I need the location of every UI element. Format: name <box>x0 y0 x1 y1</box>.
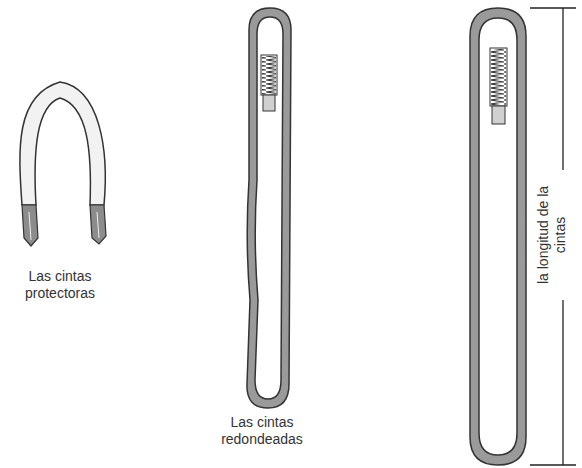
dimension-line <box>530 8 576 465</box>
part-name: Las cintas protectoras <box>5 268 115 302</box>
round-sling <box>247 8 291 408</box>
protective-sling <box>20 82 106 246</box>
round-sling-measured <box>470 8 526 465</box>
dimension-label: la longitud de la cintas <box>535 171 569 299</box>
part-name: Las cintas redondeadas <box>207 414 317 448</box>
